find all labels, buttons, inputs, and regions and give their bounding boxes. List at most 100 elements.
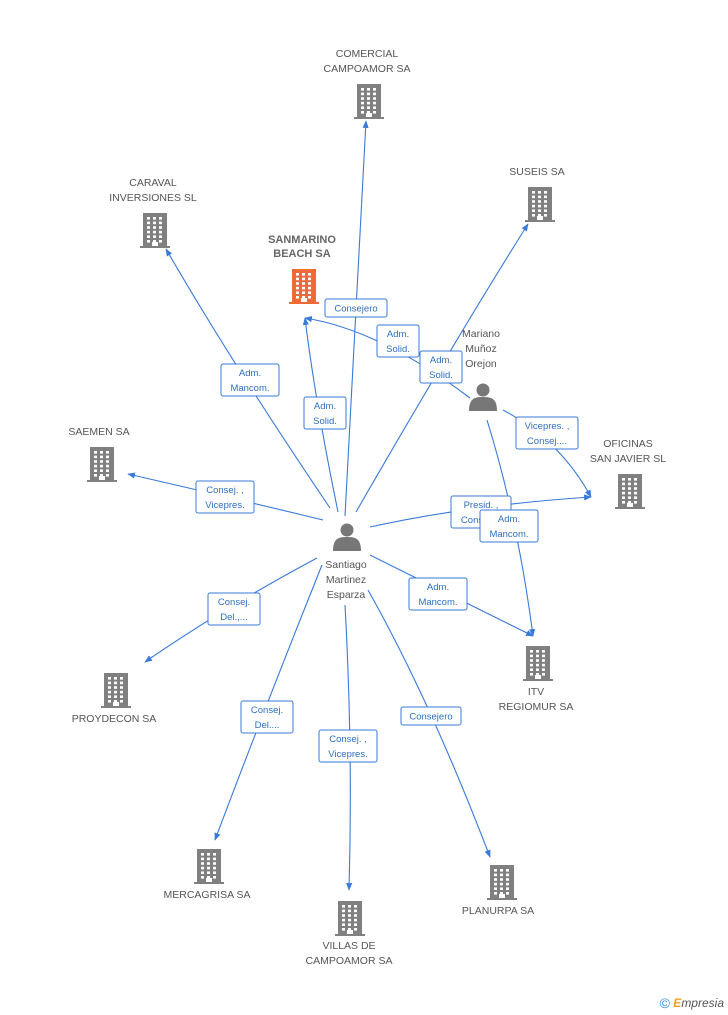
edge-label[interactable]: Adm. Mancom.	[479, 509, 539, 543]
node-planurpa[interactable]: PLANURPA SA	[462, 865, 534, 917]
person-icon	[333, 523, 361, 551]
brand-name: mpresia	[681, 996, 724, 1010]
edge-label-box	[408, 577, 468, 611]
edge-label-text: Consejero	[409, 712, 452, 723]
node-label-line: PLANURPA SA	[462, 905, 534, 917]
building-icon	[289, 269, 319, 304]
edge-label[interactable]: Consej. Del.,...	[207, 592, 261, 626]
edge-santiago-comercial	[344, 120, 369, 517]
brand-initial: E	[673, 996, 682, 1010]
edge-label-text: Del....	[255, 720, 280, 731]
edge-label-text: Adm.	[498, 514, 520, 525]
node-label-line: VILLAS DE	[322, 940, 375, 952]
node-label: SUSEIS SA	[509, 166, 564, 178]
node-label-line: SANMARINO	[268, 234, 336, 246]
building-icon	[525, 187, 555, 222]
edge-label[interactable]: Consejero	[400, 706, 462, 726]
node-label: SANMARINO BEACH SA	[268, 234, 336, 260]
node-suseis[interactable]: SUSEIS SA	[509, 166, 565, 222]
node-label-line: ITV	[528, 686, 544, 698]
node-label: VILLAS DE CAMPOAMOR SA	[306, 940, 393, 967]
node-proydecon[interactable]: PROYDECON SA	[72, 673, 157, 725]
edge-label-text: Mancom.	[489, 529, 528, 540]
edge-label-text: Presid. ,	[464, 500, 499, 511]
building-icon	[87, 447, 117, 482]
edge-label-text: Mancom.	[230, 383, 269, 394]
building-icon	[523, 646, 553, 681]
node-label-line: Muñoz	[465, 343, 497, 355]
node-villas[interactable]: VILLAS DE CAMPOAMOR SA	[306, 901, 393, 967]
node-label-line: Martinez	[326, 574, 366, 586]
edge-label-box	[400, 706, 462, 726]
edge-label[interactable]: Adm.Solid.	[376, 324, 420, 358]
node-label-line: CAMPOAMOR SA	[306, 955, 393, 967]
edge-label-text: Adm.	[430, 355, 452, 366]
node-label-line: Mariano	[462, 328, 500, 340]
node-label-line: OFICINAS	[603, 438, 653, 450]
edge-label-text: Mancom.	[418, 597, 457, 608]
node-label-line: COMERCIAL	[336, 48, 399, 60]
node-label-line: INVERSIONES SL	[109, 192, 197, 204]
building-icon	[194, 849, 224, 884]
node-caraval[interactable]: CARAVAL INVERSIONES SL	[109, 177, 197, 248]
edge-label[interactable]: Consej.Del....	[240, 700, 294, 734]
building-icon	[615, 474, 645, 509]
edge-label[interactable]: Adm. Mancom.	[220, 363, 280, 397]
node-label-line: Santiago	[325, 559, 367, 571]
edge-labels-layer: ConsejeroAdm.Mancom.Adm.Solid.Adm.Solid.…	[195, 298, 579, 763]
edge-label[interactable]: Consej. , Vicepres.	[318, 729, 378, 763]
node-label-line: PROYDECON SA	[72, 713, 157, 725]
node-mercagrisa[interactable]: MERCAGRISA SA	[164, 849, 251, 901]
edge-label-text: Del.,...	[220, 612, 247, 623]
node-label-line: BEACH SA	[273, 248, 331, 260]
building-icon	[354, 84, 384, 119]
edge-label-box	[376, 324, 420, 358]
building-icon	[335, 901, 365, 936]
node-label-line: SUSEIS SA	[509, 166, 564, 178]
edge-label-box	[479, 509, 539, 543]
building-icon	[140, 213, 170, 248]
edge-label[interactable]: Consej. ,Vicepres.	[195, 480, 255, 514]
edge-label[interactable]: Adm.Mancom.	[408, 577, 468, 611]
edge-label[interactable]: Adm. Solid.	[303, 396, 347, 430]
edge-label-box	[324, 298, 388, 318]
edge-label-text: Vicepres. ,	[525, 421, 570, 432]
edge-label-box	[207, 592, 261, 626]
node-label-line: MERCAGRISA SA	[164, 889, 251, 901]
edge-label-text: Adm.	[314, 401, 336, 412]
edge-label-text: Adm.	[387, 329, 409, 340]
node-label-line: Orejon	[465, 358, 497, 370]
node-label-line: CARAVAL	[129, 177, 177, 189]
edge-label-box	[240, 700, 294, 734]
person-icon	[469, 383, 497, 411]
edge-label-box	[318, 729, 378, 763]
edge-label-text: Consej.	[218, 597, 250, 608]
node-saemen[interactable]: SAEMEN SA	[68, 426, 130, 482]
node-label: PROYDECON SA	[72, 713, 157, 725]
edge-label-text: Adm.	[239, 368, 261, 379]
edge-label-text: Vicepres.	[205, 500, 244, 511]
edge-label-text: Consej. ,	[329, 734, 367, 745]
edge-label[interactable]: Vicepres. , Consej....	[515, 416, 579, 450]
edge-label-text: Consej....	[527, 436, 567, 447]
edge-label-box	[419, 350, 463, 384]
node-sanmarino[interactable]: SANMARINO BEACH SA	[268, 234, 336, 304]
edge-label-text: Solid.	[429, 370, 453, 381]
edge-label-text: Vicepres.	[328, 749, 367, 760]
edge-label[interactable]: Consejero	[324, 298, 388, 318]
node-label: SAEMEN SA	[68, 426, 129, 438]
edge-label-text: Solid.	[313, 416, 337, 427]
node-label: PLANURPA SA	[462, 905, 534, 917]
edge-label[interactable]: Adm. Solid.	[419, 350, 463, 384]
